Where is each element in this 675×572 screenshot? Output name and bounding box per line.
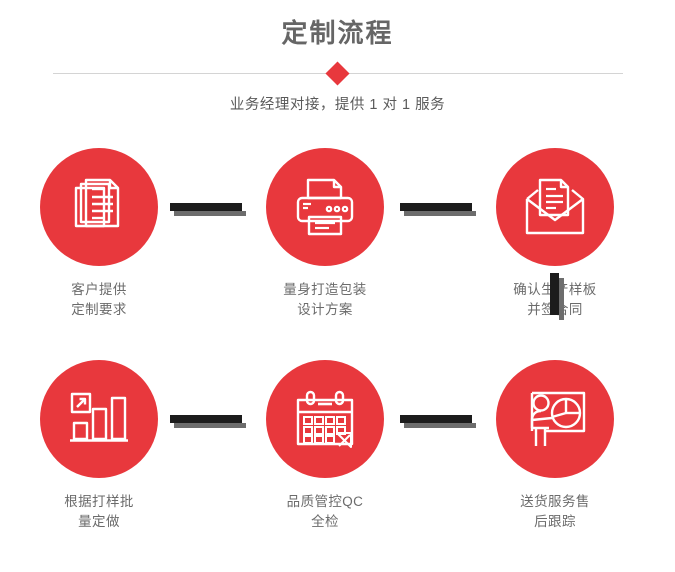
flow-row-bottom: 根据打样批 量定做 [0,360,675,572]
flow-step-6-line2: 后跟踪 [534,514,576,529]
flow-step-2-line1: 量身打造包装 [283,282,367,297]
flow-step-2-line2: 设计方案 [297,302,353,317]
process-flow: 客户提供 定制要求 [0,148,675,572]
flow-step-4[interactable]: 根据打样批 量定做 [13,360,185,532]
flow-step-6[interactable]: 送货服务售 后跟踪 [469,360,641,532]
flow-step-1-line2: 定制要求 [71,302,127,317]
flow-step-1[interactable]: 客户提供 定制要求 [13,148,185,320]
page-subtitle: 业务经理对接，提供 1 对 1 服务 [229,97,446,113]
connector-step1-step2 [170,203,246,216]
diamond-icon [325,60,350,86]
bar-chart-growth-icon [70,392,128,442]
flow-row-top: 客户提供 定制要求 [0,148,675,360]
flow-step-2-label: 量身打造包装 设计方案 [239,280,411,320]
flow-step-5-label: 品质管控QC 全检 [239,492,411,532]
documents-stack-icon [74,178,120,228]
flow-step-5-line1: 品质管控QC [286,494,364,509]
flow-step-1-label: 客户提供 定制要求 [13,280,185,320]
flow-step-5-circle [266,360,384,478]
flow-step-3[interactable]: 确认生产样板 并签合同 [469,148,641,320]
flow-step-5-line2: 全检 [311,514,339,529]
presenter-pie-chart-icon [530,391,586,446]
flow-step-6-circle [496,360,614,478]
connector-step4-step5 [170,415,246,428]
flow-step-4-line1: 根据打样批 [64,494,134,509]
calendar-icon [296,390,354,448]
flow-step-2-circle [266,148,384,266]
connector-step3-step6 [550,273,564,320]
flow-step-1-line1: 客户提供 [71,282,127,297]
flow-step-6-line1: 送货服务售 [520,494,590,509]
printer-icon [296,178,354,236]
header: 定制流程 业务经理对接，提供 1 对 1 服务 [0,0,675,114]
page-title: 定制流程 [281,18,394,48]
flow-step-4-circle [40,360,158,478]
flow-step-4-line2: 量定做 [78,514,120,529]
envelope-document-icon [525,178,585,235]
connector-step5-step6 [400,415,476,428]
flow-step-6-label: 送货服务售 后跟踪 [469,492,641,532]
flow-step-5[interactable]: 品质管控QC 全检 [239,360,411,532]
flow-step-2[interactable]: 量身打造包装 设计方案 [239,148,411,320]
flow-step-1-circle [40,148,158,266]
title-divider [52,60,623,86]
flow-step-4-label: 根据打样批 量定做 [13,492,185,532]
connector-step2-step3 [400,203,476,216]
flow-step-3-circle [496,148,614,266]
